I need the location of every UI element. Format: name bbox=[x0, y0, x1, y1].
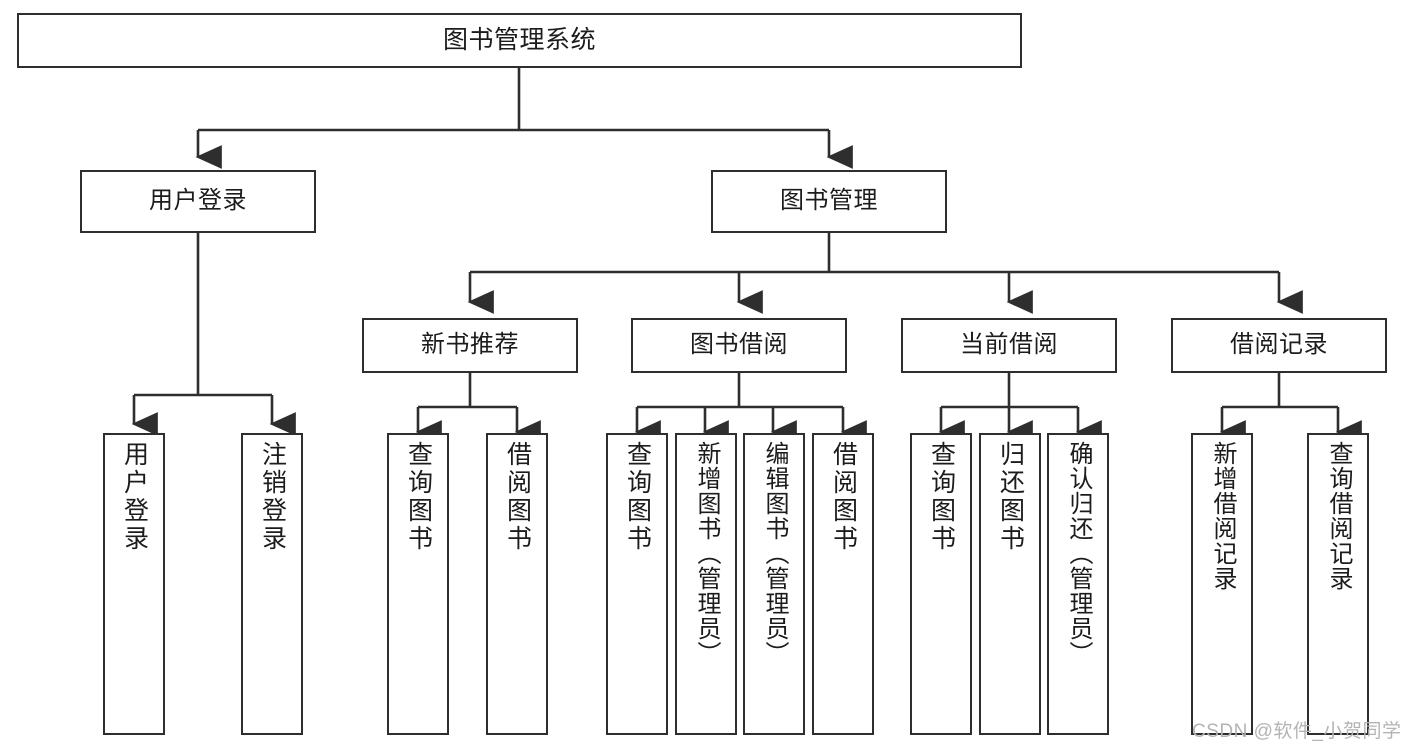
node-current-borrow[interactable]: 当前借阅 bbox=[901, 318, 1117, 373]
csdn-watermark: CSDN @软件_小贺同学 bbox=[1192, 721, 1402, 742]
node-label: 用户登录 bbox=[149, 187, 247, 215]
node-label: 查询图书 bbox=[927, 441, 956, 553]
node-label: 查询图书 bbox=[623, 441, 652, 553]
node-borrow-record[interactable]: 借阅记录 bbox=[1171, 318, 1387, 373]
leaf-return-book[interactable]: 归还图书 bbox=[979, 433, 1041, 735]
leaf-user-login[interactable]: 用户登录 bbox=[103, 433, 165, 735]
node-label: 借阅图书 bbox=[503, 441, 532, 553]
leaf-logout[interactable]: 注销登录 bbox=[241, 433, 303, 735]
node-label: 查询借阅记录 bbox=[1325, 441, 1352, 591]
node-label: 借阅图书 bbox=[829, 441, 858, 553]
node-label: 查询图书 bbox=[404, 441, 433, 553]
leaf-query-book-current[interactable]: 查询图书 bbox=[910, 433, 972, 735]
leaf-borrow-book[interactable]: 借阅图书 bbox=[812, 433, 874, 735]
leaf-query-book-borrow[interactable]: 查询图书 bbox=[606, 433, 668, 735]
node-user-login[interactable]: 用户登录 bbox=[80, 170, 316, 233]
leaf-add-book-admin[interactable]: 新增图书（管理员） bbox=[675, 433, 737, 735]
node-book-borrow[interactable]: 图书借阅 bbox=[631, 318, 847, 373]
node-label: 编辑图书（管理员） bbox=[761, 441, 788, 666]
leaf-add-borrow-record[interactable]: 新增借阅记录 bbox=[1191, 433, 1253, 735]
node-label: 归还图书 bbox=[996, 441, 1025, 553]
node-label: 图书管理 bbox=[780, 187, 878, 215]
node-label: 借阅记录 bbox=[1230, 331, 1328, 359]
leaf-edit-book-admin[interactable]: 编辑图书（管理员） bbox=[743, 433, 805, 735]
node-label: 图书管理系统 bbox=[442, 25, 596, 54]
leaf-query-book-recommend[interactable]: 查询图书 bbox=[387, 433, 449, 735]
node-label: 新增借阅记录 bbox=[1209, 441, 1236, 591]
node-label: 确认归还（管理员） bbox=[1065, 441, 1092, 666]
leaf-confirm-return-admin[interactable]: 确认归还（管理员） bbox=[1047, 433, 1109, 735]
node-label: 用户登录 bbox=[120, 441, 149, 553]
leaf-query-borrow-record[interactable]: 查询借阅记录 bbox=[1307, 433, 1369, 735]
node-book-management[interactable]: 图书管理 bbox=[711, 170, 947, 233]
node-label: 当前借阅 bbox=[960, 331, 1058, 359]
leaf-borrow-book-recommend[interactable]: 借阅图书 bbox=[486, 433, 548, 735]
node-label: 图书借阅 bbox=[690, 331, 788, 359]
node-root-system[interactable]: 图书管理系统 bbox=[17, 13, 1022, 68]
node-label: 新书推荐 bbox=[421, 331, 519, 359]
node-label: 新增图书（管理员） bbox=[693, 441, 720, 666]
node-new-book-recommend[interactable]: 新书推荐 bbox=[362, 318, 578, 373]
node-label: 注销登录 bbox=[258, 441, 287, 553]
